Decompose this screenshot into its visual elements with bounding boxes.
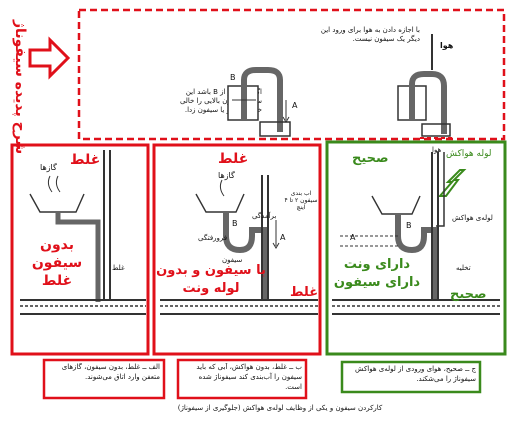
panel-middle-main-text: با سیفون و بدون لوله ونت [156, 263, 266, 296]
vent-arrow-icon [437, 169, 467, 197]
side-title: شرح پدیده سیفوناژ [12, 19, 28, 154]
panel-right-label-b: B [406, 221, 412, 230]
top-label-b: B [230, 73, 236, 82]
caption-middle-box [176, 358, 308, 400]
caption-right: ج ــ صحیح، هوای ورودی از لوله‌ی هواکش سی… [355, 365, 476, 383]
panel-middle-frame [152, 143, 322, 356]
panel-right-header: صحیح [352, 151, 389, 166]
panel-right-frame [325, 140, 507, 356]
panel-right-main-text: دارای ونت دارای سیفون [333, 257, 421, 290]
top-right-siphon [397, 34, 454, 139]
panel-left-header: غلط [70, 152, 100, 168]
panel-right-vent-pipe: لوله هواکش [446, 149, 491, 159]
caption-right-box [340, 360, 482, 394]
panel-right-vent-small: لوله‌ی هواکش [452, 214, 493, 222]
caption-middle: ب ــ غلط، بدون هواکش، آبی که باید سیفون … [196, 363, 302, 391]
top-air-label: هوا [440, 41, 454, 50]
top-label-a: A [292, 101, 298, 110]
panel-left-gases: گازها [40, 162, 57, 172]
panel-right-bottom-label: صحیح [450, 287, 487, 302]
top-left-siphon [227, 67, 291, 137]
panel-left-small-label: غلط [112, 264, 125, 272]
top-panel-frame [77, 8, 506, 141]
panel-middle-header: غلط [218, 151, 248, 167]
footer-caption: کارکردن سیفون و یکی از وظایف لوله‌ی هواک… [177, 404, 383, 412]
panel-middle-siphon: سیفون [222, 256, 242, 264]
panel-right-label-a: A [350, 233, 356, 242]
panel-right-sink [332, 152, 500, 315]
side-arrow-icon [28, 36, 71, 80]
panel-middle-trap-label: آب بندی سیفون ۲ تا ۴ اینچ [284, 190, 318, 212]
panel-left-main-text: بدون سیفون غلط [31, 237, 83, 290]
top-right-caption: با اجازه دادن به هوا برای ورود این دیگر … [320, 26, 420, 44]
panel-middle-label-b: B [232, 219, 238, 228]
panel-left-sink [20, 150, 146, 315]
panel-middle-sink [160, 175, 318, 315]
panel-left-frame [10, 143, 150, 356]
panel-middle-label-a: A [280, 233, 286, 242]
panel-right-drain: تخلیه [456, 264, 471, 272]
panel-middle-inflow: برآمدگی [252, 211, 276, 220]
panel-middle-gases: گازها [218, 170, 235, 180]
panel-right-air: هوا [432, 146, 442, 154]
panel-middle-bottom-label: غلط [290, 285, 318, 300]
caption-left-box [42, 358, 166, 400]
caption-left: الف ــ غلط، بدون سیفون، گازهای متعفن وار… [61, 363, 160, 381]
panel-middle-suction: فرورفتگی [198, 233, 227, 242]
